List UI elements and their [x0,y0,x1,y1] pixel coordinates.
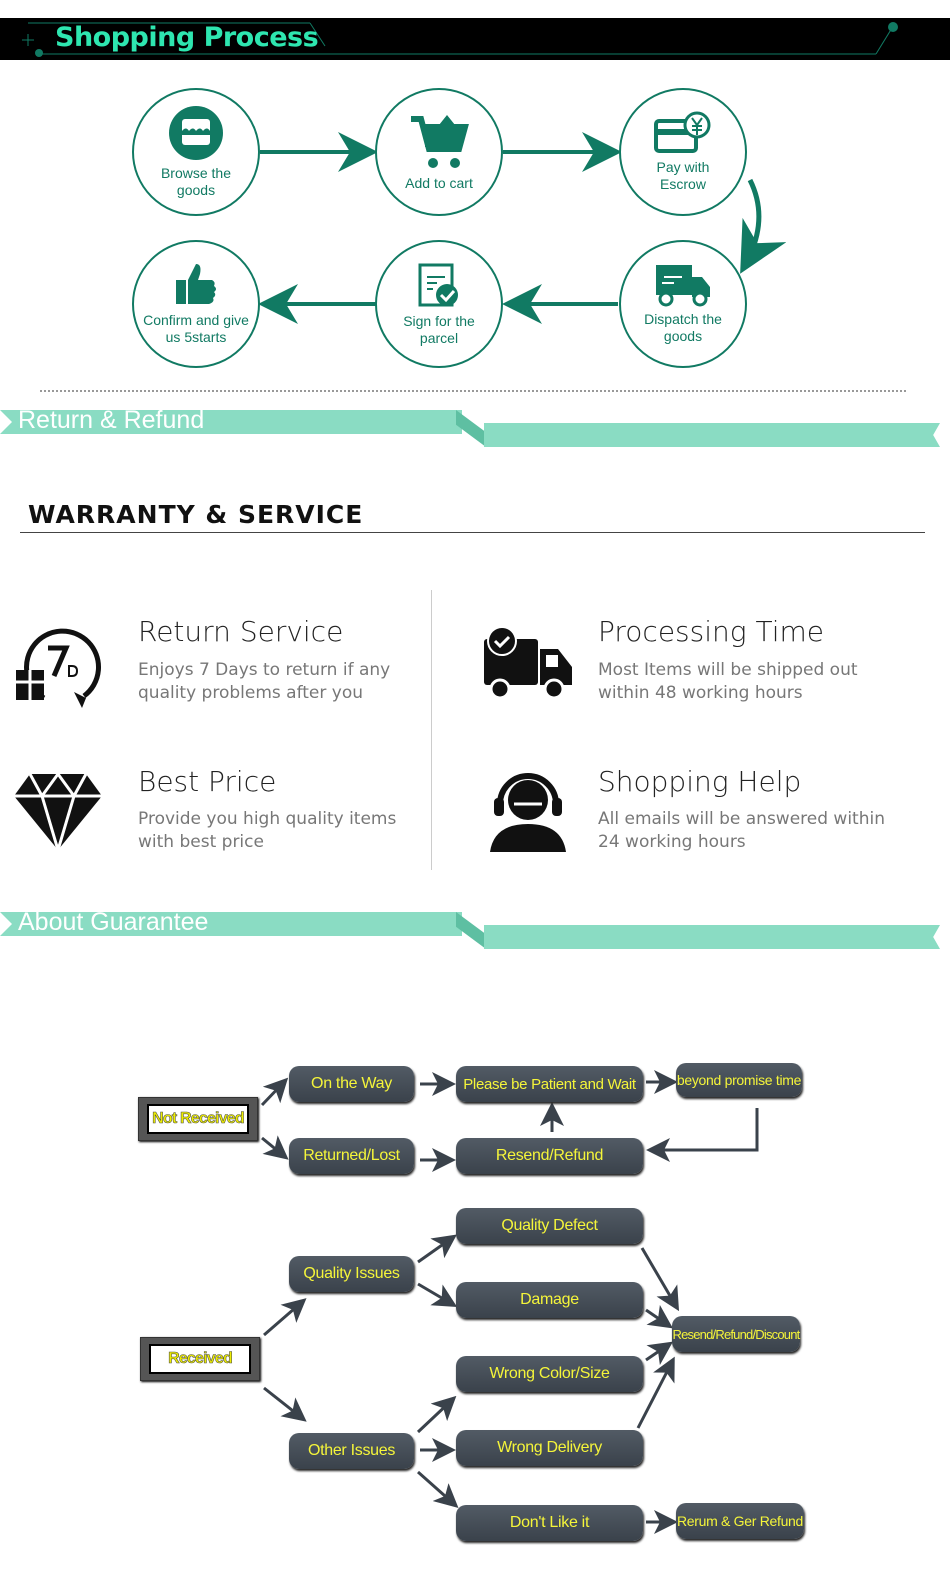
process-step-confirm: Confirm and give us 5starts [132,240,260,368]
divider [20,532,925,533]
cart-icon [411,114,469,168]
banner-tail [484,925,940,949]
service-desc: Provide you high quality items with best… [138,809,397,852]
store-icon [169,106,223,160]
banner-tail [484,423,940,447]
divider [40,390,906,392]
section-title: Shopping Process [55,22,319,53]
flow-node-return-refund: Rerum & Ger Refund [676,1503,804,1539]
flow-node-received: Received [140,1337,260,1381]
service-desc: Most Items will be shipped out within 48… [598,660,858,703]
banner-about-guarantee [0,912,462,936]
flow-node-returned-lost: Returned/Lost [289,1138,414,1174]
flow-node-quality-defect: Quality Defect [456,1208,643,1244]
7-day-return-icon [16,628,101,708]
process-step-sign: Sign for the parcel [375,240,503,368]
truck-icon [656,265,710,307]
process-step-cart: Add to cart [375,88,503,216]
step-label: Add to cart [405,174,473,191]
process-arrows [258,132,787,324]
node-label: Received [149,1344,251,1374]
step-label: Browse the goods [160,165,232,198]
thumbs-up-icon [176,264,216,304]
delivery-truck-icon [484,626,572,700]
step-label: Pay with Escrow [656,159,710,192]
flow-node-wrong-color-size: Wrong Color/Size [456,1356,643,1392]
banner-return-refund [0,410,462,434]
node-label: Not Received [147,1104,249,1134]
flow-node-resend-refund-discount: Resend/Refund/Discount [672,1316,800,1352]
process-step-browse: Browse the goods [132,88,260,216]
service-title: Shopping Help [598,765,802,798]
header-decoration [22,22,898,57]
clipboard-check-icon [418,263,458,307]
warranty-title: WARRANTY & SERVICE [28,500,364,529]
flow-node-on-the-way: On the Way [289,1066,414,1102]
service-desc: Enjoys 7 Days to return if any quality p… [138,660,391,703]
banner-title: Return & Refund [18,406,205,434]
service-title: Return Service [138,615,344,648]
step-label: Confirm and give us 5starts [143,312,249,345]
service-title: Processing Time [598,615,824,648]
service-desc: All emails will be answered within 24 wo… [598,809,885,852]
flow-node-wrong-delivery: Wrong Delivery [456,1430,643,1466]
flow-node-quality-issues: Quality Issues [289,1256,414,1292]
divider [431,590,432,870]
flow-node-other-issues: Other Issues [289,1433,414,1469]
service-title: Best Price [138,765,277,798]
diamond-icon [14,772,102,852]
step-label: Dispatch the goods [644,311,722,344]
flow-node-not-received: Not Received [138,1097,258,1141]
flow-node-patient: Please be Patient and Wait [456,1066,643,1102]
flow-node-resend-refund: Resend/Refund [456,1138,643,1174]
process-step-pay: Pay with Escrow [619,88,747,216]
flow-node-beyond-time: beyond promise time [676,1063,802,1097]
flow-node-dont-like: Don't Like it [456,1505,643,1541]
card-yen-icon [654,111,711,153]
headset-support-icon [490,773,566,852]
step-label: Sign for the parcel [403,313,475,346]
process-step-dispatch: Dispatch the goods [619,240,747,368]
flow-node-damage: Damage [456,1282,643,1318]
section-header-bar [0,18,950,60]
banner-title: About Guarantee [18,908,209,936]
